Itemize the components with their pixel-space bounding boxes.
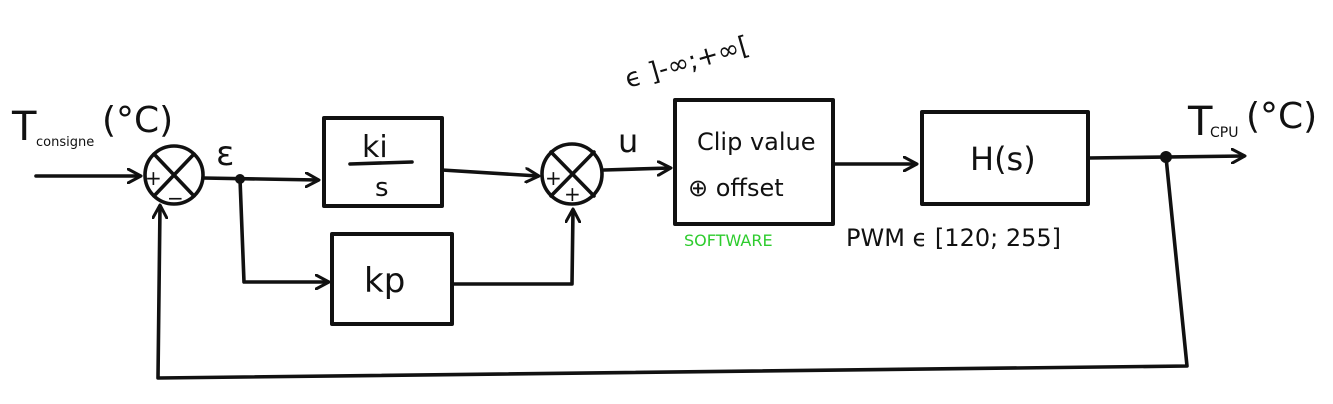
output-label-main: T (1187, 99, 1213, 145)
proportional-block: kp (330, 232, 454, 326)
summing-junction-1: + − (143, 144, 205, 210)
sum2-to-clip-wire (602, 168, 670, 170)
summing-junction-2-circle (540, 142, 604, 206)
integral-fraction-bar (348, 160, 414, 166)
input-label-unit: (°C) (102, 100, 173, 141)
plant-block: H(s) (920, 110, 1090, 206)
integral-denominator: s (375, 173, 389, 203)
sum2-plus-left: + (545, 166, 562, 190)
error-to-proportional-wire (238, 177, 328, 282)
integral-block-frame (322, 116, 444, 208)
clip-block-line2: ⊕ offset (688, 174, 784, 202)
proportional-block-frame (330, 232, 454, 326)
software-caption: SOFTWARE (684, 231, 773, 250)
output-label-subscript: CPU (1210, 125, 1238, 141)
pwm-range-label: PWM ϵ [120; 255] (846, 224, 1061, 252)
output-label: T CPU (°C) (1187, 96, 1317, 145)
clip-offset-block: Clip value ⊕ offset (673, 98, 835, 226)
error-label: ε (216, 134, 234, 174)
input-label-main: T (11, 104, 37, 150)
output-label-unit: (°C) (1246, 96, 1317, 137)
proportional-to-sum2-wire (450, 210, 573, 286)
input-label: T consigne (°C) (11, 100, 173, 150)
integral-to-sum2-wire (440, 170, 538, 176)
summing-junction-1-circle (143, 144, 205, 206)
summing-junction-1-cross (152, 152, 196, 198)
integral-numerator: ki (362, 130, 388, 165)
feedback-wire (158, 155, 1189, 380)
proportional-label: kp (364, 261, 405, 301)
sum1-minus-sign: − (167, 186, 184, 210)
integral-block: ki s (322, 116, 444, 208)
range-annotation: ϵ ]-∞;+∞[ (622, 31, 753, 95)
plant-label: H(s) (970, 140, 1036, 178)
sum1-plus-sign: + (145, 166, 162, 190)
error-to-integral-wire (201, 178, 318, 180)
control-signal-label: u (618, 122, 638, 160)
summing-junction-2-cross (549, 150, 596, 198)
summing-junction-2: + + (540, 142, 604, 206)
clip-offset-block-frame (673, 98, 835, 226)
clip-block-line1: Clip value (697, 128, 816, 156)
plant-block-frame (920, 110, 1090, 206)
sum2-plus-bottom: + (564, 182, 581, 206)
input-label-subscript: consigne (36, 135, 94, 150)
